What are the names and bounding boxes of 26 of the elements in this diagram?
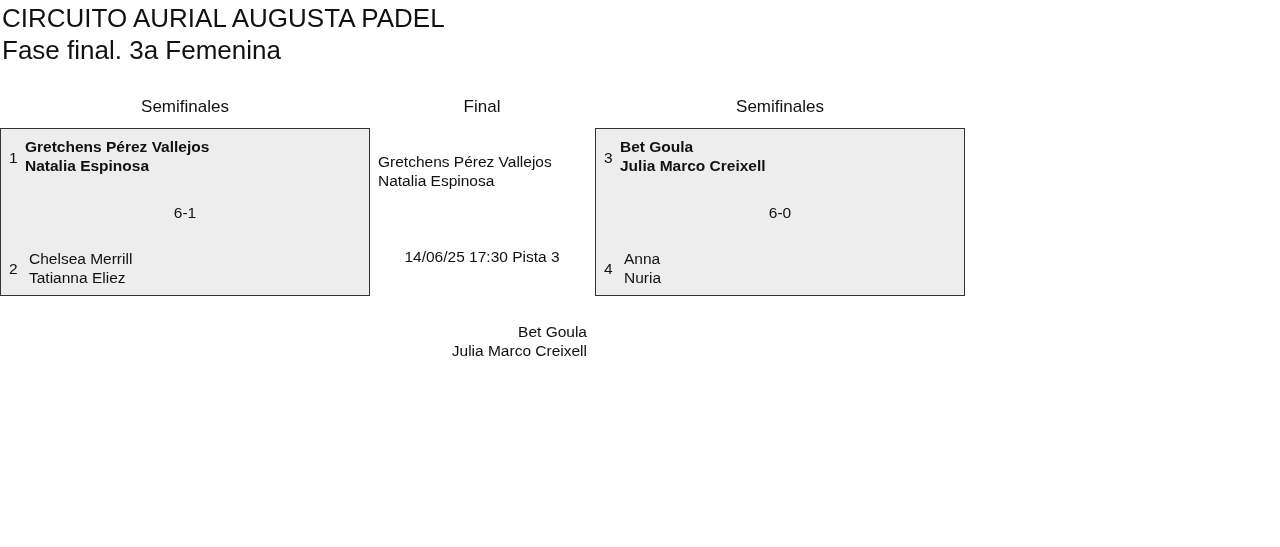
player-name: Chelsea Merrill xyxy=(29,249,133,268)
match-card xyxy=(595,128,965,296)
player-name: Nuria xyxy=(624,268,662,287)
player-name: Natalia Espinosa xyxy=(25,156,150,175)
player-name: Gretchens Pérez Vallejos xyxy=(25,137,210,156)
seed-number: 4 xyxy=(604,259,613,278)
player-name: Natalia Espinosa xyxy=(378,171,495,190)
page-subtitle: Fase final. 3a Femenina xyxy=(2,35,281,65)
seed-number: 3 xyxy=(604,148,613,167)
player-name: Julia Marco Creixell xyxy=(620,156,766,175)
match-schedule: 14/06/25 17:30 Pista 3 xyxy=(404,247,560,266)
column-heading: Final xyxy=(463,97,501,116)
match-score: 6-0 xyxy=(768,203,792,222)
column-heading: Semifinales xyxy=(141,97,229,116)
player-name: Bet Goula xyxy=(518,322,587,341)
page-title: CIRCUITO AURIAL AUGUSTA PADEL xyxy=(2,3,445,33)
column-heading: Semifinales xyxy=(736,97,824,116)
player-name: Tatianna Eliez xyxy=(29,268,126,287)
player-name: Gretchens Pérez Vallejos xyxy=(378,152,552,171)
seed-number: 1 xyxy=(9,148,18,167)
match-score: 6-1 xyxy=(173,203,197,222)
player-name: Julia Marco Creixell xyxy=(451,341,587,360)
player-name: Anna xyxy=(624,249,661,268)
match-card xyxy=(0,128,370,296)
seed-number: 2 xyxy=(9,259,18,278)
player-name: Bet Goula xyxy=(620,137,694,156)
